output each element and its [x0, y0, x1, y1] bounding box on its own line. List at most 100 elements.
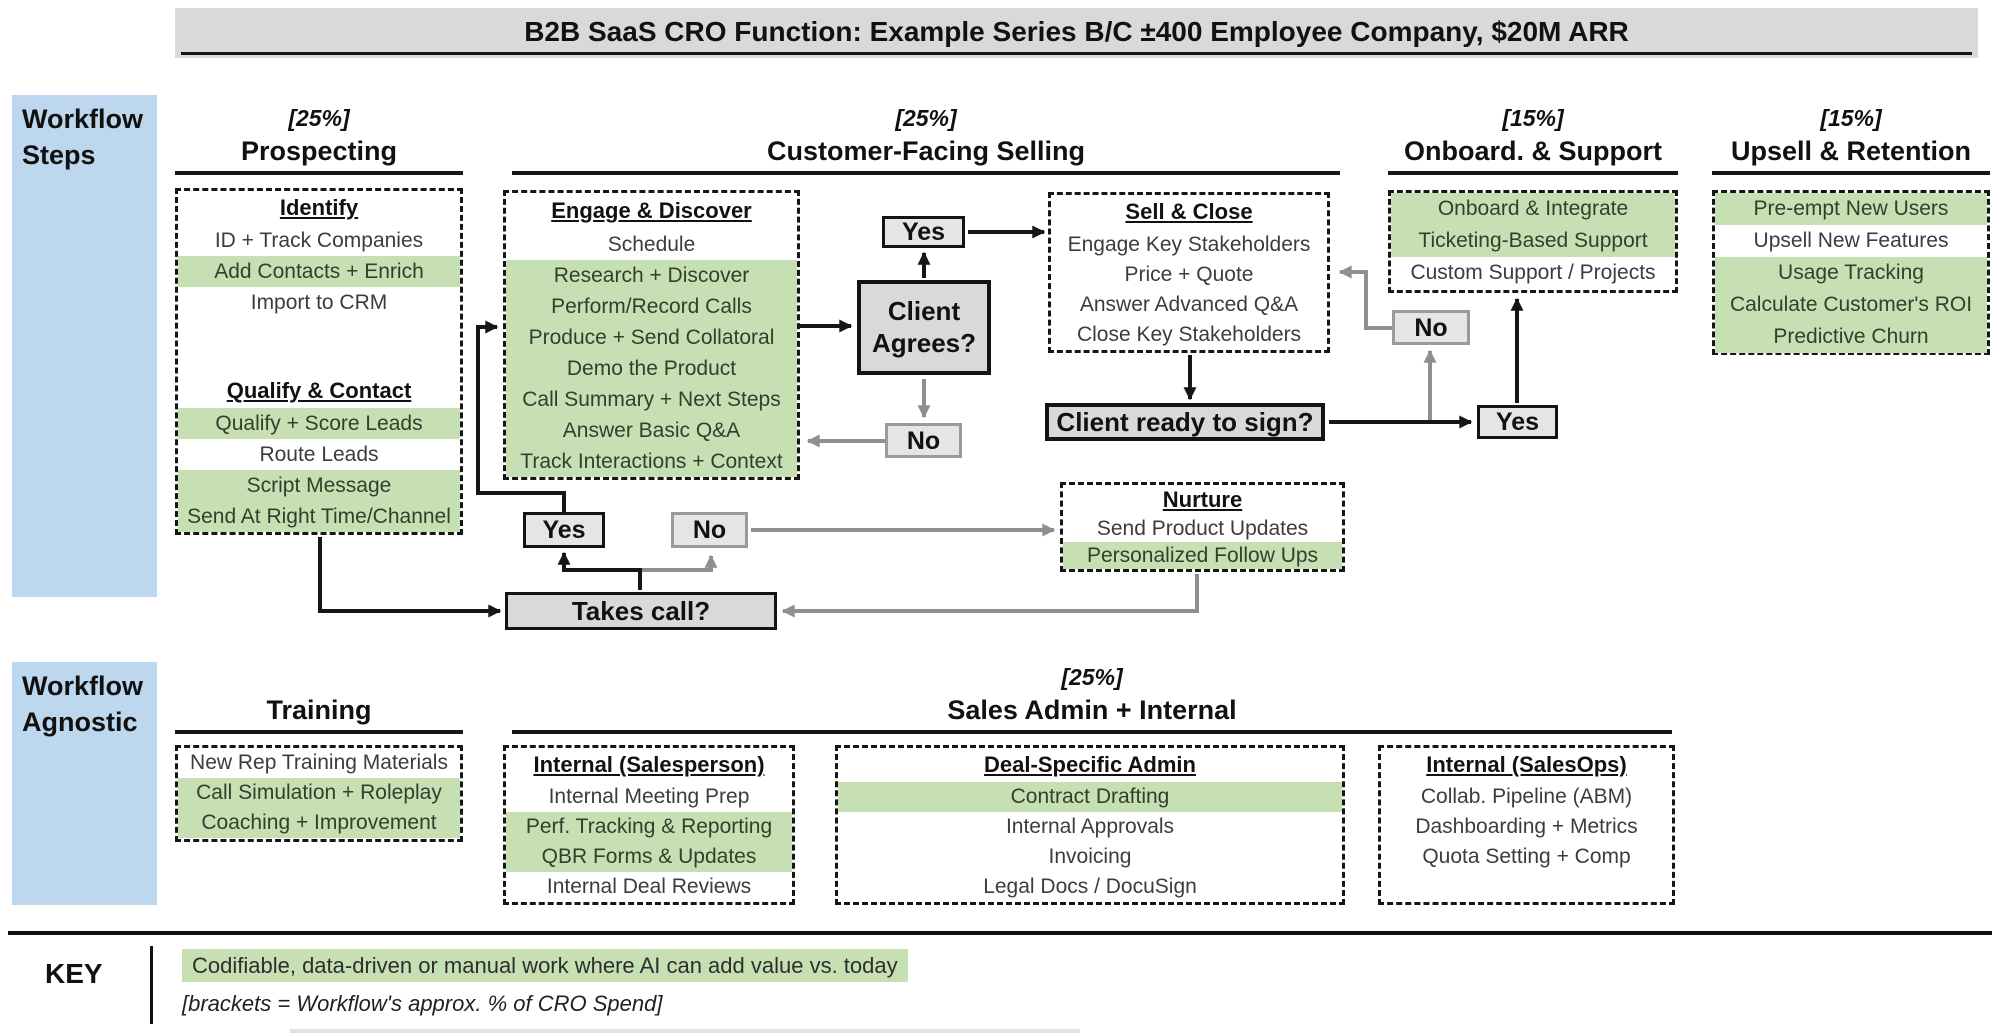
decision-no-agrees: No	[885, 423, 962, 458]
task-row: Pre-empt New Users	[1715, 193, 1987, 225]
task-row: Quota Setting + Comp	[1422, 845, 1631, 868]
task-row: Contract Drafting	[838, 782, 1342, 812]
column-title: Sales Admin + Internal	[512, 693, 1672, 734]
task-row: Route Leads	[259, 443, 379, 466]
task-row: Perf. Tracking & Reporting	[506, 812, 792, 842]
sell-close-box: Sell & Close Engage Key Stakeholders Pri…	[1048, 192, 1330, 353]
spend-percent: [25%]	[895, 105, 957, 131]
box-header: Sell & Close	[1125, 199, 1253, 224]
task-row: Legal Docs / DocuSign	[983, 875, 1197, 898]
onboard-support-box: Onboard & Integrate Ticketing-Based Supp…	[1388, 190, 1678, 293]
task-row: Engage Key Stakeholders	[1067, 233, 1311, 256]
task-row: Track Interactions + Context	[506, 446, 797, 477]
training-box: New Rep Training Materials Call Simulati…	[175, 745, 463, 842]
decision-takes-call: Takes call?	[505, 592, 777, 630]
box-header: Engage & Discover	[551, 198, 752, 223]
spend-percent: [15%]	[1502, 105, 1564, 131]
sidebar-label-line2: Agnostic	[22, 707, 138, 737]
decision-client-agrees: Client Agrees?	[857, 280, 991, 375]
sidebar-workflow-steps: Workflow Steps	[12, 95, 157, 597]
task-row: Send Product Updates	[1096, 517, 1309, 540]
task-row: Internal Approvals	[1005, 815, 1175, 838]
internal-salesperson-box: Internal (Salesperson) Internal Meeting …	[503, 745, 795, 905]
arrow-nurture-takescall	[781, 574, 1199, 618]
task-row: Call Simulation + Roleplay	[178, 778, 460, 808]
task-row: Close Key Stakeholders	[1076, 323, 1302, 346]
task-row: Call Summary + Next Steps	[506, 384, 797, 415]
task-row: Collab. Pipeline (ABM)	[1420, 785, 1633, 808]
column-title: Training	[175, 693, 463, 734]
task-row: Answer Advanced Q&A	[1079, 293, 1299, 316]
task-row: Perform/Record Calls	[506, 291, 797, 322]
key-label: KEY	[45, 958, 103, 989]
box-header: Deal-Specific Admin	[984, 752, 1196, 777]
task-row: Personalized Follow Ups	[1063, 542, 1342, 569]
deal-specific-admin-box: Deal-Specific Admin Contract Drafting In…	[835, 745, 1345, 905]
column-header-selling: [25%] Customer-Facing Selling	[512, 104, 1340, 175]
bottom-faint-line	[290, 1029, 1080, 1033]
column-header-training: Training	[175, 693, 463, 734]
arrow-takescall-yes	[557, 551, 642, 590]
box-header: Qualify & Contact	[226, 378, 412, 403]
column-header-sales-admin: [25%] Sales Admin + Internal	[512, 663, 1672, 734]
task-row: Answer Basic Q&A	[506, 415, 797, 446]
task-row: Demo the Product	[506, 353, 797, 384]
decision-yes-agrees: Yes	[882, 216, 965, 248]
task-row: Onboard & Integrate	[1391, 193, 1675, 225]
arrow-prospecting-takescall	[318, 537, 502, 618]
decision-yes-takescall: Yes	[523, 512, 605, 548]
task-row: Research + Discover	[506, 260, 797, 291]
task-row: Predictive Churn	[1715, 321, 1987, 353]
nurture-box: Nurture Send Product Updates Personalize…	[1060, 482, 1345, 572]
key-brackets-note: [brackets = Workflow's approx. % of CRO …	[182, 991, 663, 1016]
title-underline	[181, 52, 1972, 55]
column-title: Prospecting	[175, 134, 463, 175]
decision-client-ready: Client ready to sign?	[1045, 403, 1325, 441]
decision-no-takescall: No	[671, 512, 748, 548]
spend-percent: [25%]	[288, 105, 350, 131]
task-row: Internal Meeting Prep	[548, 785, 750, 808]
sidebar-label-line1: Workflow	[22, 671, 143, 701]
engage-discover-box: Engage & Discover Schedule Research + Di…	[503, 190, 800, 480]
spend-percent: [15%]	[1820, 105, 1882, 131]
task-row: Calculate Customer's ROI	[1715, 289, 1987, 321]
column-title: Upsell & Retention	[1712, 134, 1990, 175]
sidebar-label-line2: Steps	[22, 140, 96, 170]
task-row: Usage Tracking	[1715, 257, 1987, 289]
arrow-takescall-no	[640, 554, 718, 572]
title-bar: B2B SaaS CRO Function: Example Series B/…	[175, 8, 1978, 58]
page-title: B2B SaaS CRO Function: Example Series B/…	[524, 16, 1629, 47]
decision-no-ready: No	[1392, 310, 1470, 345]
key-vertical-divider	[150, 946, 153, 1024]
task-row: Coaching + Improvement	[178, 808, 460, 838]
task-row: Internal Deal Reviews	[546, 875, 752, 898]
box-spacer	[178, 318, 460, 374]
decision-yes-ready: Yes	[1477, 405, 1558, 439]
internal-salesops-box: Internal (SalesOps) Collab. Pipeline (AB…	[1378, 745, 1675, 905]
task-row: ID + Track Companies	[214, 229, 424, 252]
task-row: Custom Support / Projects	[1410, 261, 1656, 284]
task-row: Upsell New Features	[1753, 229, 1949, 252]
column-title: Onboard. & Support	[1388, 134, 1678, 175]
task-row: Script Message	[178, 470, 460, 501]
column-header-upsell: [15%] Upsell & Retention	[1712, 104, 1990, 175]
task-row: Ticketing-Based Support	[1391, 225, 1675, 257]
prospecting-box: Identify ID + Track Companies Add Contac…	[175, 188, 463, 535]
upsell-retention-box: Pre-empt New Users Upsell New Features U…	[1712, 190, 1990, 355]
task-row: QBR Forms & Updates	[506, 842, 792, 872]
task-row: Invoicing	[1048, 845, 1132, 868]
column-header-prospecting: [25%] Prospecting	[175, 104, 463, 175]
task-row: Send At Right Time/Channel	[178, 501, 460, 532]
task-row: Dashboarding + Metrics	[1415, 815, 1638, 838]
key-divider-line	[8, 931, 1992, 935]
box-header: Identify	[279, 195, 359, 220]
box-header: Internal (SalesOps)	[1426, 752, 1627, 777]
task-row: New Rep Training Materials	[190, 751, 448, 774]
task-row: Qualify + Score Leads	[178, 408, 460, 439]
sidebar-label-line1: Workflow	[22, 104, 143, 134]
task-row: Produce + Send Collatoral	[506, 322, 797, 353]
box-header: Nurture	[1162, 487, 1243, 512]
arrow-no-sellclose	[1338, 265, 1392, 330]
spend-percent: [25%]	[1061, 664, 1123, 690]
